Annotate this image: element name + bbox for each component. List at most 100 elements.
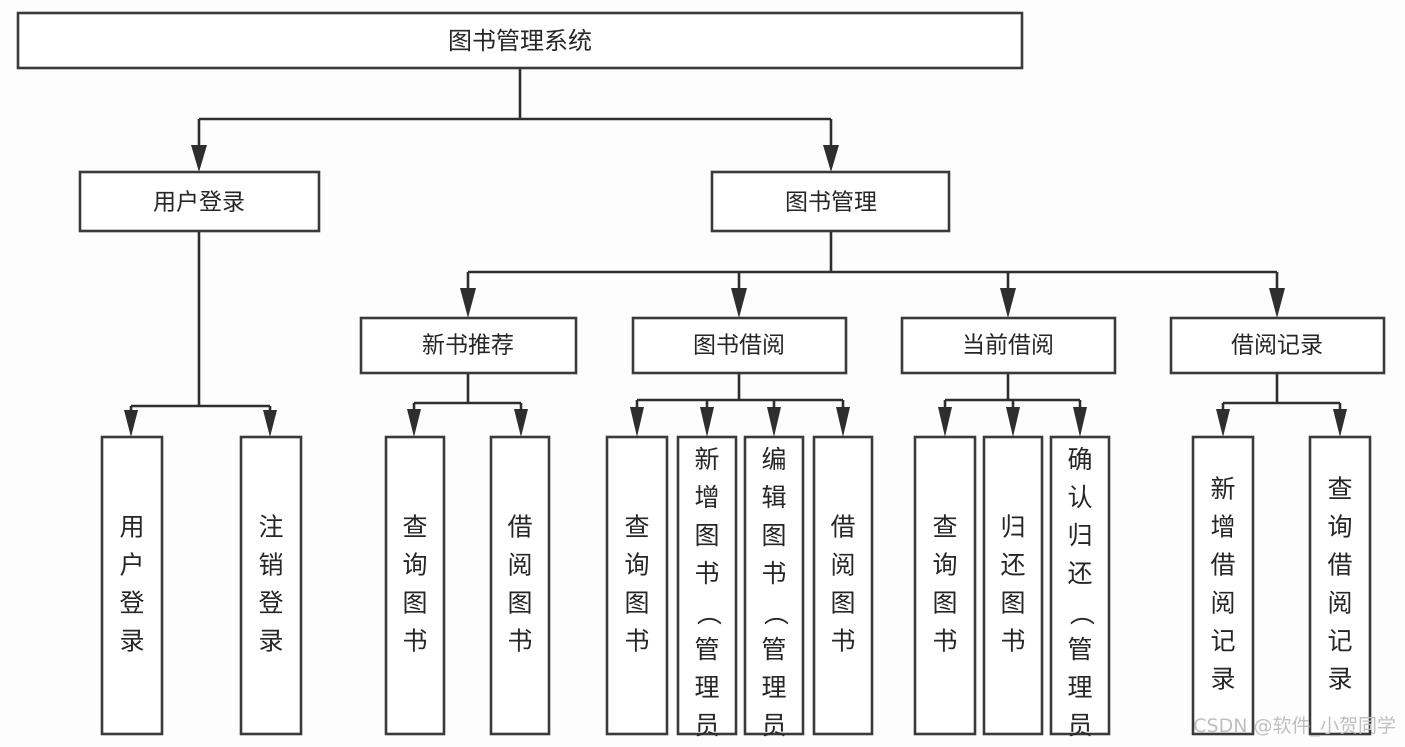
arrow-head-leaf-query-book-1 bbox=[407, 409, 421, 437]
arrow-head-leaf-query-book-2 bbox=[630, 407, 644, 437]
leaf-add-book-box[interactable] bbox=[676, 435, 738, 736]
node-book-manage-box[interactable] bbox=[710, 170, 951, 233]
svg-text:书: 书 bbox=[507, 627, 532, 656]
leaf-query-book-3-box[interactable] bbox=[913, 435, 977, 736]
arrow-head-bookmanage bbox=[823, 145, 839, 172]
leaf-add-record-box[interactable] bbox=[1191, 435, 1255, 736]
node-new-book-rec[interactable]: 新书推荐 bbox=[359, 316, 578, 375]
leaf-node[interactable]: 用户登录 bbox=[100, 435, 164, 736]
svg-text:图: 图 bbox=[624, 589, 649, 618]
leaf-confirm-return-box[interactable] bbox=[1049, 435, 1111, 736]
svg-text:借: 借 bbox=[507, 513, 532, 542]
svg-text:编: 编 bbox=[761, 445, 786, 474]
svg-text:新: 新 bbox=[694, 445, 719, 474]
arrow-head-leaf-borrow-book-1 bbox=[514, 409, 528, 437]
svg-text:登: 登 bbox=[119, 589, 144, 618]
node-user-login-box[interactable] bbox=[78, 170, 321, 233]
svg-text:管: 管 bbox=[1067, 635, 1092, 664]
leaf-user-login-box[interactable] bbox=[100, 435, 164, 736]
svg-text:书: 书 bbox=[932, 627, 957, 656]
svg-text:还: 还 bbox=[1000, 551, 1025, 580]
arrow-head-currentborrow bbox=[1000, 288, 1016, 318]
svg-text:录: 录 bbox=[1210, 665, 1235, 694]
svg-text:图: 图 bbox=[507, 589, 532, 618]
node-borrow-record[interactable]: 借阅记录 bbox=[1169, 316, 1386, 375]
svg-text:注: 注 bbox=[258, 513, 283, 542]
node-book-borrow-box[interactable] bbox=[631, 316, 848, 375]
svg-text:归: 归 bbox=[1000, 513, 1025, 542]
svg-text:书: 书 bbox=[624, 627, 649, 656]
node-book-manage-label: 图书管理 bbox=[785, 190, 877, 216]
svg-text:理: 理 bbox=[761, 673, 786, 702]
svg-text:查: 查 bbox=[402, 513, 427, 542]
svg-text:员: 员 bbox=[1067, 711, 1092, 740]
svg-text:归: 归 bbox=[1067, 521, 1092, 550]
node-root[interactable]: 图书管理系统 bbox=[16, 11, 1024, 70]
svg-text:查: 查 bbox=[624, 513, 649, 542]
node-new-book-rec-box[interactable] bbox=[359, 316, 578, 375]
leaf-edit-book-box[interactable] bbox=[743, 435, 805, 736]
svg-text:阅: 阅 bbox=[1210, 589, 1235, 618]
svg-text:录: 录 bbox=[119, 627, 144, 656]
leaf-query-book-2-box[interactable] bbox=[605, 435, 669, 736]
arrow-head-leaf-confirm-return bbox=[1073, 407, 1087, 437]
leaf-borrow-book-1-box[interactable] bbox=[489, 435, 551, 736]
svg-text:图: 图 bbox=[932, 589, 957, 618]
node-book-manage[interactable]: 图书管理 bbox=[710, 170, 951, 233]
csdn-watermark: CSDN @软件_小贺同学 bbox=[1193, 715, 1396, 737]
leaf-query-book-1-box[interactable] bbox=[384, 435, 446, 736]
svg-text:询: 询 bbox=[402, 551, 427, 580]
node-book-borrow[interactable]: 图书借阅 bbox=[631, 316, 848, 375]
svg-text:确: 确 bbox=[1067, 445, 1092, 474]
leaf-borrow-book-2-box[interactable] bbox=[812, 435, 874, 736]
svg-text:阅: 阅 bbox=[507, 551, 532, 580]
node-user-login[interactable]: 用户登录 bbox=[78, 170, 321, 233]
node-borrow-record-label: 借阅记录 bbox=[1231, 333, 1323, 359]
svg-text:书: 书 bbox=[1000, 627, 1025, 656]
svg-text:用: 用 bbox=[119, 513, 144, 542]
node-root-box[interactable] bbox=[16, 11, 1024, 70]
node-current-borrow-box[interactable] bbox=[900, 316, 1117, 375]
leaf-user-login-label: 用户登录 bbox=[119, 513, 144, 656]
svg-text:记: 记 bbox=[1327, 627, 1352, 656]
svg-text:登: 登 bbox=[258, 589, 283, 618]
svg-text:管: 管 bbox=[694, 635, 719, 664]
leaf-logout-box[interactable] bbox=[239, 435, 303, 736]
svg-text:查: 查 bbox=[932, 513, 957, 542]
svg-text:（: （ bbox=[694, 600, 723, 625]
leaf-return-book-box[interactable] bbox=[982, 435, 1044, 736]
svg-text:借: 借 bbox=[1210, 551, 1235, 580]
svg-text:图: 图 bbox=[1000, 589, 1025, 618]
svg-text:书: 书 bbox=[694, 559, 719, 588]
arrow-head-bookborrow bbox=[731, 288, 747, 318]
svg-text:书: 书 bbox=[402, 627, 427, 656]
svg-text:借: 借 bbox=[1327, 551, 1352, 580]
leaf-query-record-box[interactable] bbox=[1308, 435, 1372, 736]
svg-text:理: 理 bbox=[1067, 673, 1092, 702]
node-borrow-record-box[interactable] bbox=[1169, 316, 1386, 375]
node-current-borrow[interactable]: 当前借阅 bbox=[900, 316, 1117, 375]
node-book-borrow-label: 图书借阅 bbox=[693, 333, 785, 359]
arrow-head-newbookrec bbox=[460, 288, 476, 318]
arrow-head-leaf-query-record bbox=[1333, 409, 1347, 437]
